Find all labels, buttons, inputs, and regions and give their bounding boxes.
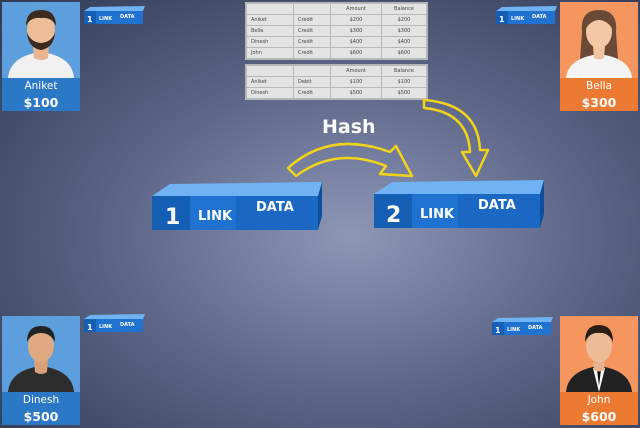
block-number: 1 bbox=[87, 323, 93, 332]
table-row: Aniket Credit $200 $200 bbox=[246, 14, 427, 26]
table-header-row: Amount Balance bbox=[246, 3, 427, 15]
businessman-icon bbox=[566, 325, 632, 392]
data-label: DATA bbox=[256, 200, 294, 215]
user-card-john: John $600 bbox=[560, 316, 638, 425]
block-1: 1 LINK DATA bbox=[152, 178, 324, 246]
link-label: LINK bbox=[420, 207, 455, 222]
table-cell: $600 bbox=[381, 47, 427, 59]
woman-icon bbox=[566, 10, 632, 78]
table-row: Dinesh Credit $500 $500 bbox=[246, 87, 427, 99]
link-label: LINK bbox=[507, 327, 521, 333]
user-balance: $600 bbox=[560, 408, 638, 425]
user-card-bella: Bella $300 bbox=[560, 2, 638, 111]
block-number: 1 bbox=[495, 326, 501, 335]
table-row: Dinesh Credit $400 $400 bbox=[246, 36, 427, 48]
ledger-table-1: Amount Balance Aniket Credit $200 $200 B… bbox=[245, 2, 428, 60]
table-row: John Credit $600 $600 bbox=[246, 47, 427, 59]
block-number: 2 bbox=[386, 203, 401, 228]
block-number: 1 bbox=[87, 15, 93, 24]
data-label: DATA bbox=[120, 14, 135, 20]
man-icon bbox=[8, 326, 74, 392]
user-name: John bbox=[560, 392, 638, 408]
data-label: DATA bbox=[532, 14, 547, 20]
hash-arrow-icon bbox=[286, 142, 414, 178]
avatar-dinesh bbox=[2, 316, 80, 392]
table-cell: $500 bbox=[381, 87, 427, 99]
avatar-bella bbox=[560, 2, 638, 78]
link-label: LINK bbox=[198, 209, 233, 224]
data-label: DATA bbox=[120, 322, 135, 328]
mini-block-top-left: 1 LINK DATA bbox=[84, 5, 146, 31]
link-label: LINK bbox=[99, 324, 113, 330]
table-cell: Dinesh bbox=[246, 87, 294, 99]
block-number: 1 bbox=[165, 205, 180, 230]
mini-block-bottom-left: 1 LINK DATA bbox=[84, 313, 146, 339]
avatar-john bbox=[560, 316, 638, 392]
table-cell: $600 bbox=[330, 47, 382, 59]
link-label: LINK bbox=[99, 16, 113, 22]
user-name: Aniket bbox=[2, 78, 80, 94]
block-number: 1 bbox=[499, 15, 505, 24]
table-header-row: Amount Balance bbox=[246, 65, 427, 77]
ledger-table-2: Amount Balance Aniket Debit $100 $100 Di… bbox=[245, 64, 428, 100]
avatar-aniket bbox=[2, 2, 80, 78]
user-balance: $100 bbox=[2, 94, 80, 111]
link-label: LINK bbox=[511, 16, 525, 22]
block-2: 2 LINK DATA bbox=[374, 176, 546, 244]
mini-block-top-right: 1 LINK DATA bbox=[496, 5, 558, 31]
man-bearded-icon bbox=[8, 10, 74, 78]
hash-label: Hash bbox=[322, 116, 376, 138]
user-card-dinesh: Dinesh $500 bbox=[2, 316, 80, 425]
link-arrow-icon bbox=[422, 98, 490, 178]
table-row: Bella Credit $300 $300 bbox=[246, 25, 427, 37]
mini-block-bottom-right: 1 LINK DATA bbox=[492, 316, 554, 342]
data-label: DATA bbox=[478, 198, 516, 213]
user-name: Bella bbox=[560, 78, 638, 94]
user-card-aniket: Aniket $100 bbox=[2, 2, 80, 111]
user-balance: $500 bbox=[2, 408, 80, 425]
user-balance: $300 bbox=[560, 94, 638, 111]
data-label: DATA bbox=[528, 325, 543, 331]
user-name: Dinesh bbox=[2, 392, 80, 408]
